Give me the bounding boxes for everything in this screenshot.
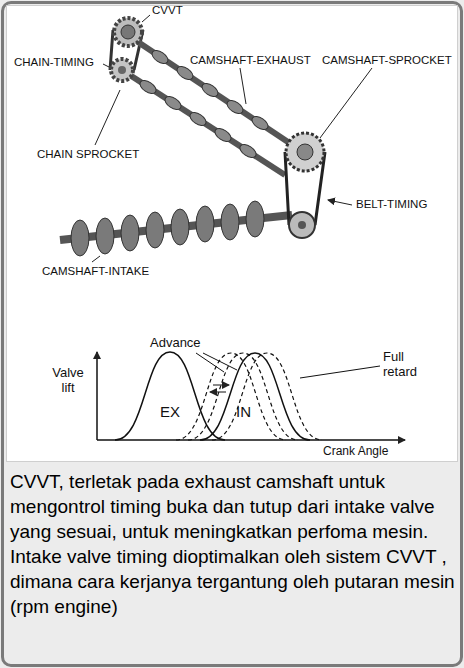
cam-lobe	[138, 78, 159, 96]
retard-arrow	[213, 385, 229, 386]
part-label: CHAIN SPROCKET	[37, 148, 139, 161]
axis-label: Valve lift	[44, 366, 92, 396]
curve-label: IN	[236, 403, 251, 420]
part-label: CHAIN-TIMING	[14, 56, 94, 69]
cam-lobe	[225, 98, 246, 116]
leader-arrow	[328, 200, 352, 205]
crank-web	[121, 215, 139, 251]
camshaft-sprocket	[286, 133, 324, 171]
part-label: BELT-TIMING	[356, 198, 427, 211]
x-axis	[97, 439, 405, 441]
leader-line	[320, 68, 372, 138]
cam-lobe	[163, 94, 184, 112]
leader-line	[92, 256, 100, 262]
crank-web	[96, 218, 114, 254]
crank-pulley	[289, 212, 315, 238]
part-label: CAMSHAFT-INTAKE	[42, 265, 149, 278]
part-label: CAMSHAFT-EXHAUST	[190, 54, 311, 67]
crank-web	[71, 220, 89, 256]
cam-lobe	[150, 48, 171, 66]
cvvt-unit	[114, 18, 142, 46]
leader-lines	[92, 15, 372, 262]
leader-line	[95, 90, 120, 145]
pulley-hub	[298, 221, 306, 229]
cam-lobe	[238, 142, 259, 160]
leader-line	[240, 68, 246, 104]
cam-lobes	[138, 78, 259, 160]
graph-label: Advance	[150, 336, 201, 351]
advance-arrow	[210, 392, 226, 393]
intake-camshaft	[122, 70, 285, 175]
crank-web	[196, 206, 214, 242]
crank-webs	[71, 201, 264, 256]
valve-lift-graph	[97, 352, 405, 440]
cam-lobe	[250, 114, 271, 132]
part-label: CVVT	[152, 4, 183, 17]
cam-lobe	[188, 110, 209, 128]
axis-label: Crank Angle	[323, 445, 388, 459]
cam-lobe	[213, 126, 234, 144]
crank-web	[246, 201, 264, 237]
chain-gear	[111, 59, 133, 81]
cam-lobe	[200, 81, 221, 99]
leader-line	[203, 353, 237, 370]
leader-line	[196, 353, 224, 372]
leader-line	[300, 366, 380, 378]
intake-curve	[200, 353, 310, 440]
chain-gear-hub	[118, 66, 126, 74]
exhaust-curve	[115, 352, 225, 440]
crank-web	[171, 209, 189, 245]
part-label: CAMSHAFT-SPROCKET	[322, 54, 452, 67]
sprocket-hub	[297, 144, 313, 160]
y-axis	[96, 352, 98, 440]
cam-lobe	[175, 64, 196, 82]
curve-label: EX	[160, 403, 180, 420]
crank-web	[146, 212, 164, 248]
leader-line	[142, 15, 150, 22]
crank-web	[221, 204, 239, 240]
caption-text: CVVT, terletak pada exhaust camshaft unt…	[10, 469, 456, 619]
cvvt-hub	[121, 25, 135, 39]
leader-line	[103, 64, 109, 67]
graph-label: Full retard	[383, 350, 433, 380]
